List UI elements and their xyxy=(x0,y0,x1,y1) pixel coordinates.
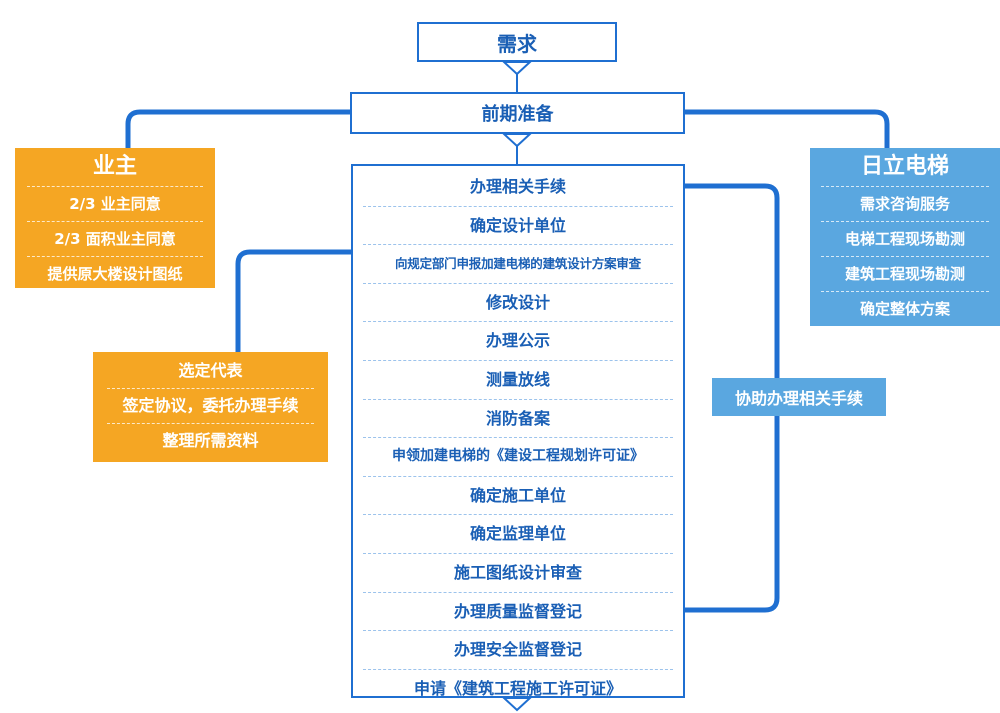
arrow-head-demand xyxy=(501,61,533,76)
process-steps-list: 办理相关手续 确定设计单位 向规定部门申报加建电梯的建筑设计方案审查 修改设计 … xyxy=(351,164,685,698)
rep-item: 签定协议，委托办理手续 xyxy=(107,388,314,423)
owner-item: 2/3 面积业主同意 xyxy=(27,221,203,256)
arrow-head-bottom xyxy=(501,697,533,712)
step-item: 确定设计单位 xyxy=(363,207,673,246)
step-item: 消防备案 xyxy=(363,400,673,439)
line-prep-hitachi xyxy=(685,109,890,148)
step-item: 向规定部门申报加建电梯的建筑设计方案审查 xyxy=(363,245,673,284)
rep-item: 整理所需资料 xyxy=(107,423,314,458)
arrow-head-prep xyxy=(501,133,533,148)
line-main-rep xyxy=(235,249,351,352)
owner-title: 业主 xyxy=(92,154,137,179)
step-item: 修改设计 xyxy=(363,284,673,323)
step-item: 办理质量监督登记 xyxy=(363,593,673,632)
hitachi-item: 电梯工程现场勘测 xyxy=(821,221,989,256)
owner-box: 业主 2/3 业主同意 2/3 面积业主同意 提供原大楼设计图纸 xyxy=(15,148,215,288)
prep-label: 前期准备 xyxy=(481,104,554,125)
step-item: 施工图纸设计审查 xyxy=(363,554,673,593)
line-prep-owner xyxy=(125,109,350,148)
step-item: 办理相关手续 xyxy=(363,168,673,207)
representative-box: 选定代表 签定协议，委托办理手续 整理所需资料 xyxy=(93,352,328,462)
rep-item: 选定代表 xyxy=(178,361,243,380)
assist-label: 协助办理相关手续 xyxy=(734,389,863,408)
hitachi-item: 需求咨询服务 xyxy=(821,186,989,221)
hitachi-box: 日立电梯 需求咨询服务 电梯工程现场勘测 建筑工程现场勘测 确定整体方案 xyxy=(810,148,1000,326)
assist-box: 协助办理相关手续 xyxy=(712,378,886,416)
owner-item: 提供原大楼设计图纸 xyxy=(27,256,203,291)
step-item: 确定施工单位 xyxy=(363,477,673,516)
step-item: 申领加建电梯的《建设工程规划许可证》 xyxy=(363,438,673,477)
demand-box: 需求 xyxy=(417,22,617,62)
prep-box: 前期准备 xyxy=(350,92,685,134)
step-item: 办理安全监督登记 xyxy=(363,631,673,670)
hitachi-item: 确定整体方案 xyxy=(821,291,989,326)
hitachi-title: 日立电梯 xyxy=(860,154,949,179)
demand-label: 需求 xyxy=(497,31,537,56)
owner-item: 2/3 业主同意 xyxy=(27,186,203,221)
step-item: 申请《建筑工程施工许可证》 xyxy=(413,678,622,698)
step-item: 测量放线 xyxy=(363,361,673,400)
hitachi-item: 建筑工程现场勘测 xyxy=(821,256,989,291)
step-item: 办理公示 xyxy=(363,322,673,361)
step-item: 确定监理单位 xyxy=(363,515,673,554)
